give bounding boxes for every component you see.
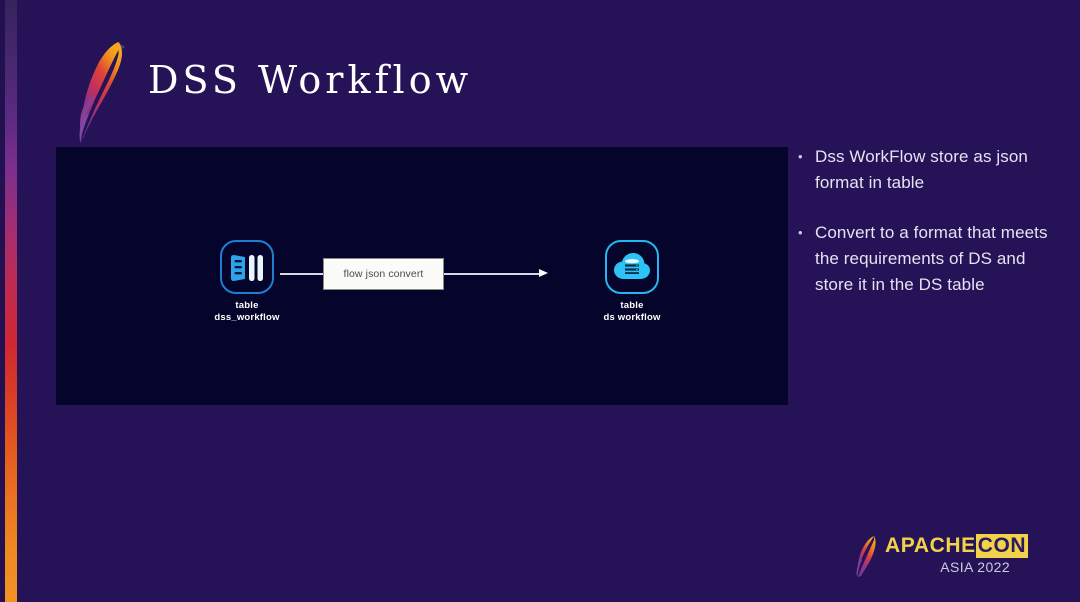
node-label-line1: table (235, 300, 259, 311)
list-item: • Dss WorkFlow store as json format in t… (793, 144, 1065, 196)
process-box-flow-json-convert[interactable]: flow json convert (323, 258, 444, 290)
process-box-label: flow json convert (343, 268, 424, 280)
apachecon-subtitle: ASIA 2022 (940, 559, 1010, 575)
connector-arrow-2 (444, 269, 548, 278)
page-title: DSS Workflow (148, 58, 473, 102)
node-label: table ds workflow (572, 300, 692, 324)
apachecon-con-text: CON (975, 534, 1029, 558)
node-table-dss-workflow[interactable]: table dss_workflow (187, 240, 307, 324)
bullet-text: Dss WorkFlow store as json format in tab… (815, 147, 1028, 192)
cloud-database-icon (605, 240, 659, 294)
bullet-list: • Dss WorkFlow store as json format in t… (793, 144, 1065, 322)
node-table-ds-workflow[interactable]: table ds workflow (572, 240, 692, 324)
diagram-panel: table dss_workflow flow json convert (56, 147, 788, 405)
apachecon-apache-text: APACHE (885, 534, 976, 557)
bullet-marker: • (798, 149, 803, 164)
list-item: • Convert to a format that meets the req… (793, 220, 1065, 298)
table-bars-icon (220, 240, 274, 294)
node-label: table dss_workflow (187, 300, 307, 324)
node-label-line2: ds workflow (603, 312, 661, 323)
slide-header: DSS Workflow (78, 36, 718, 144)
bullet-text: Convert to a format that meets the requi… (815, 223, 1048, 294)
left-edge-strip (0, 0, 5, 602)
node-label-line1: table (620, 300, 644, 311)
accent-gradient-bar (5, 0, 17, 602)
apache-feather-icon (855, 533, 881, 577)
bullet-marker: • (798, 225, 803, 240)
apache-feather-icon (78, 36, 132, 144)
node-label-line2: dss_workflow (214, 312, 280, 323)
